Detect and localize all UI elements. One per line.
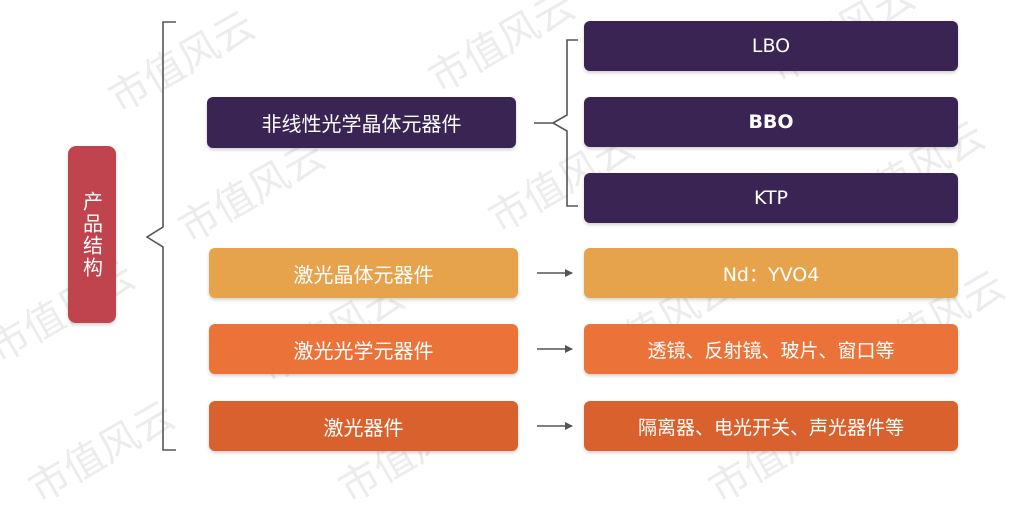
category-laser-crystal: 激光晶体元器件 — [209, 248, 518, 298]
leaf-ktp: KTP — [584, 173, 958, 223]
root-node-product-structure: 产品结构 — [68, 146, 116, 323]
leaf-isolator-eo-switch-ao-device: 隔离器、电光开关、声光器件等 — [584, 401, 958, 451]
leaf-nd-yvo4: Nd：YVO4 — [584, 248, 958, 298]
category-laser-device: 激光器件 — [209, 401, 518, 451]
nonlinear-brace — [551, 39, 578, 207]
category-laser-optical: 激光光学元器件 — [209, 324, 518, 374]
leaf-lbo: LBO — [584, 21, 958, 71]
category-nonlinear-optical-crystal: 非线性光学晶体元器件 — [207, 97, 516, 148]
root-brace — [145, 21, 176, 451]
leaf-lens-mirror-waveplate-window: 透镜、反射镜、玻片、窗口等 — [584, 324, 958, 374]
leaf-bbo: BBO — [584, 97, 958, 147]
connector-layer — [145, 21, 578, 451]
